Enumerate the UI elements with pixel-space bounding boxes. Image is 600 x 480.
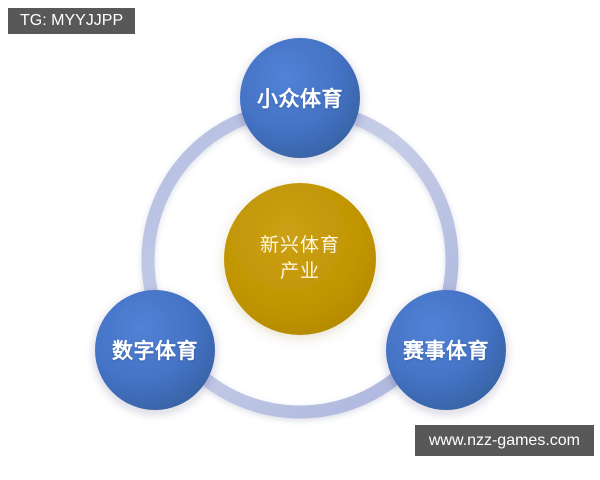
node-bottom-left[interactable] xyxy=(95,290,215,410)
center-circle[interactable] xyxy=(224,183,376,335)
node-circle-bottom-right[interactable] xyxy=(386,290,506,410)
node-circle-top[interactable] xyxy=(240,38,360,158)
node-bottom-right[interactable] xyxy=(386,290,506,410)
center-node[interactable] xyxy=(224,183,376,335)
node-circle-bottom-left[interactable] xyxy=(95,290,215,410)
watermark-bottom-right: www.nzz-games.com xyxy=(414,425,594,456)
watermark-top-left: TG: MYYJJPP xyxy=(8,8,136,34)
node-top[interactable] xyxy=(240,38,360,158)
